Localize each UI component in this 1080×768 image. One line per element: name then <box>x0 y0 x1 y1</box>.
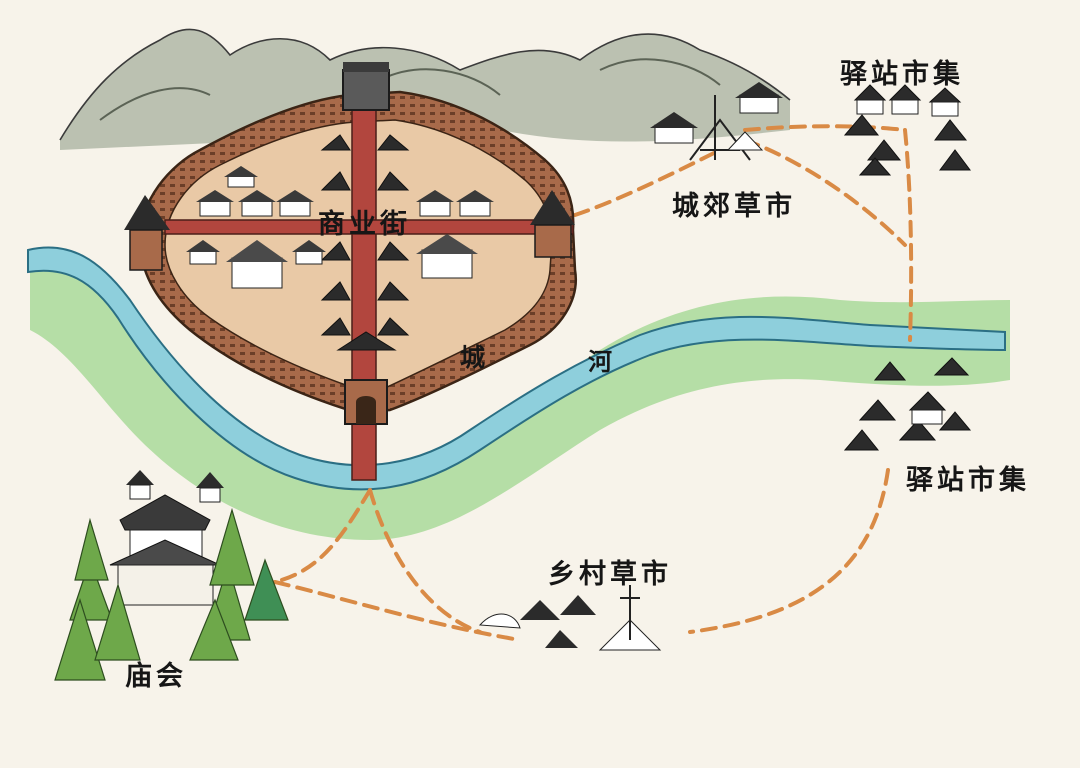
temple-fair-cluster <box>54 470 289 681</box>
trade-routes <box>273 124 914 642</box>
route-postnorth-posteast <box>903 128 914 342</box>
route-gate-village <box>368 488 482 634</box>
village-market-cluster <box>478 585 662 651</box>
route-city-suburban <box>573 148 722 217</box>
suburban-market-cluster <box>650 82 783 161</box>
route-gate-temple <box>273 488 372 584</box>
label-temple-fair: 庙会 <box>125 661 187 692</box>
label-river: 河 <box>588 347 612 376</box>
route-suburban-postnorth-b <box>743 138 907 247</box>
north-gate-tower <box>342 69 390 111</box>
post-market-east-cluster <box>843 357 972 451</box>
label-post-market-east: 驿站市集 <box>906 465 1030 496</box>
label-post-market-north: 驿站市集 <box>840 59 964 90</box>
courtyard-houses <box>186 166 494 289</box>
label-suburban-market: 城郊草市 <box>672 191 796 222</box>
label-city: 城 <box>460 343 490 372</box>
label-commercial-street: 商业街 <box>318 209 411 240</box>
river <box>27 246 1006 491</box>
label-village-market: 乡村草市 <box>548 559 672 590</box>
street-buildings <box>320 134 410 351</box>
east-gate-roof <box>530 190 575 225</box>
route-temple-village <box>273 580 522 642</box>
mountain-range <box>59 28 791 150</box>
west-gate-roof <box>124 195 170 230</box>
post-market-north-cluster <box>843 84 971 176</box>
route-suburban-postnorth <box>743 124 907 132</box>
route-posteast-village <box>688 468 890 634</box>
